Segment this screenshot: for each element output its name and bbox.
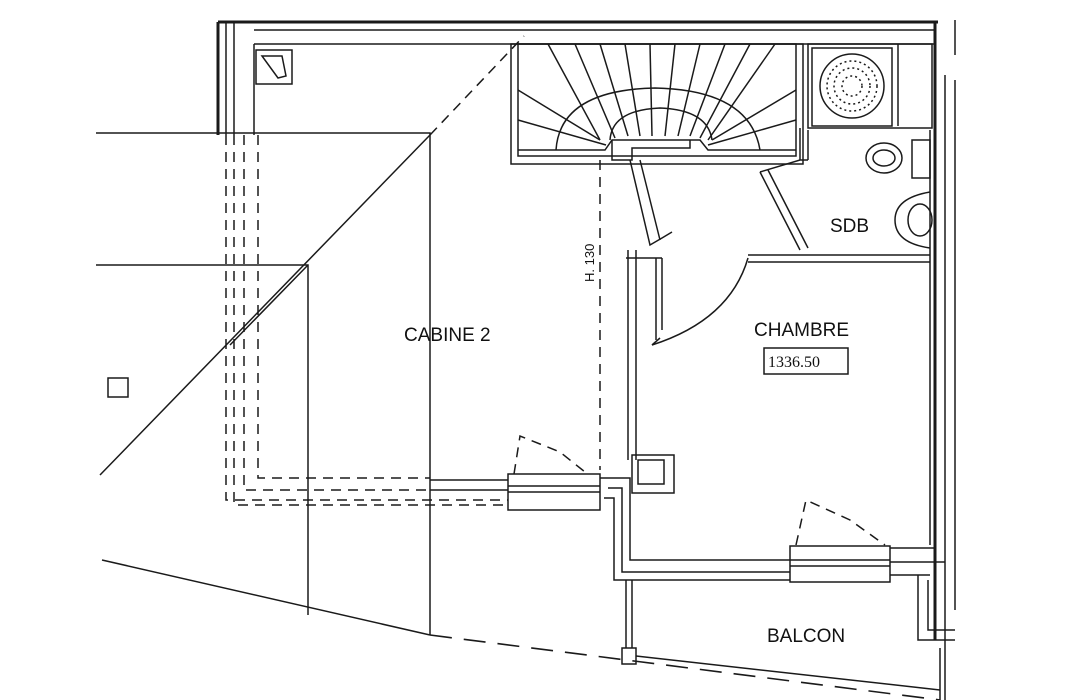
marker-square bbox=[107, 377, 129, 398]
room-label-sdb: SDB bbox=[830, 216, 869, 237]
room-label-balcon: BALCON bbox=[767, 626, 845, 647]
sink-icon bbox=[894, 191, 933, 249]
room-label-chambre: CHAMBRE bbox=[754, 320, 849, 341]
chambre-area: 1336.50 bbox=[768, 354, 820, 371]
outer-walls bbox=[216, 20, 956, 700]
cabine-window bbox=[430, 434, 601, 511]
shower-tray-icon bbox=[819, 53, 885, 119]
area-box bbox=[763, 347, 849, 375]
roof-outline bbox=[96, 35, 941, 700]
balcony-window bbox=[789, 545, 891, 583]
bathroom-fixtures bbox=[759, 43, 933, 251]
ceiling-height-label: H. 130 bbox=[582, 244, 597, 282]
toilet-icon bbox=[865, 139, 931, 179]
duct-square bbox=[255, 49, 293, 85]
chambre-walls bbox=[599, 159, 955, 641]
room-label-cabine: CABINE 2 bbox=[404, 325, 491, 346]
staircase bbox=[510, 43, 804, 165]
